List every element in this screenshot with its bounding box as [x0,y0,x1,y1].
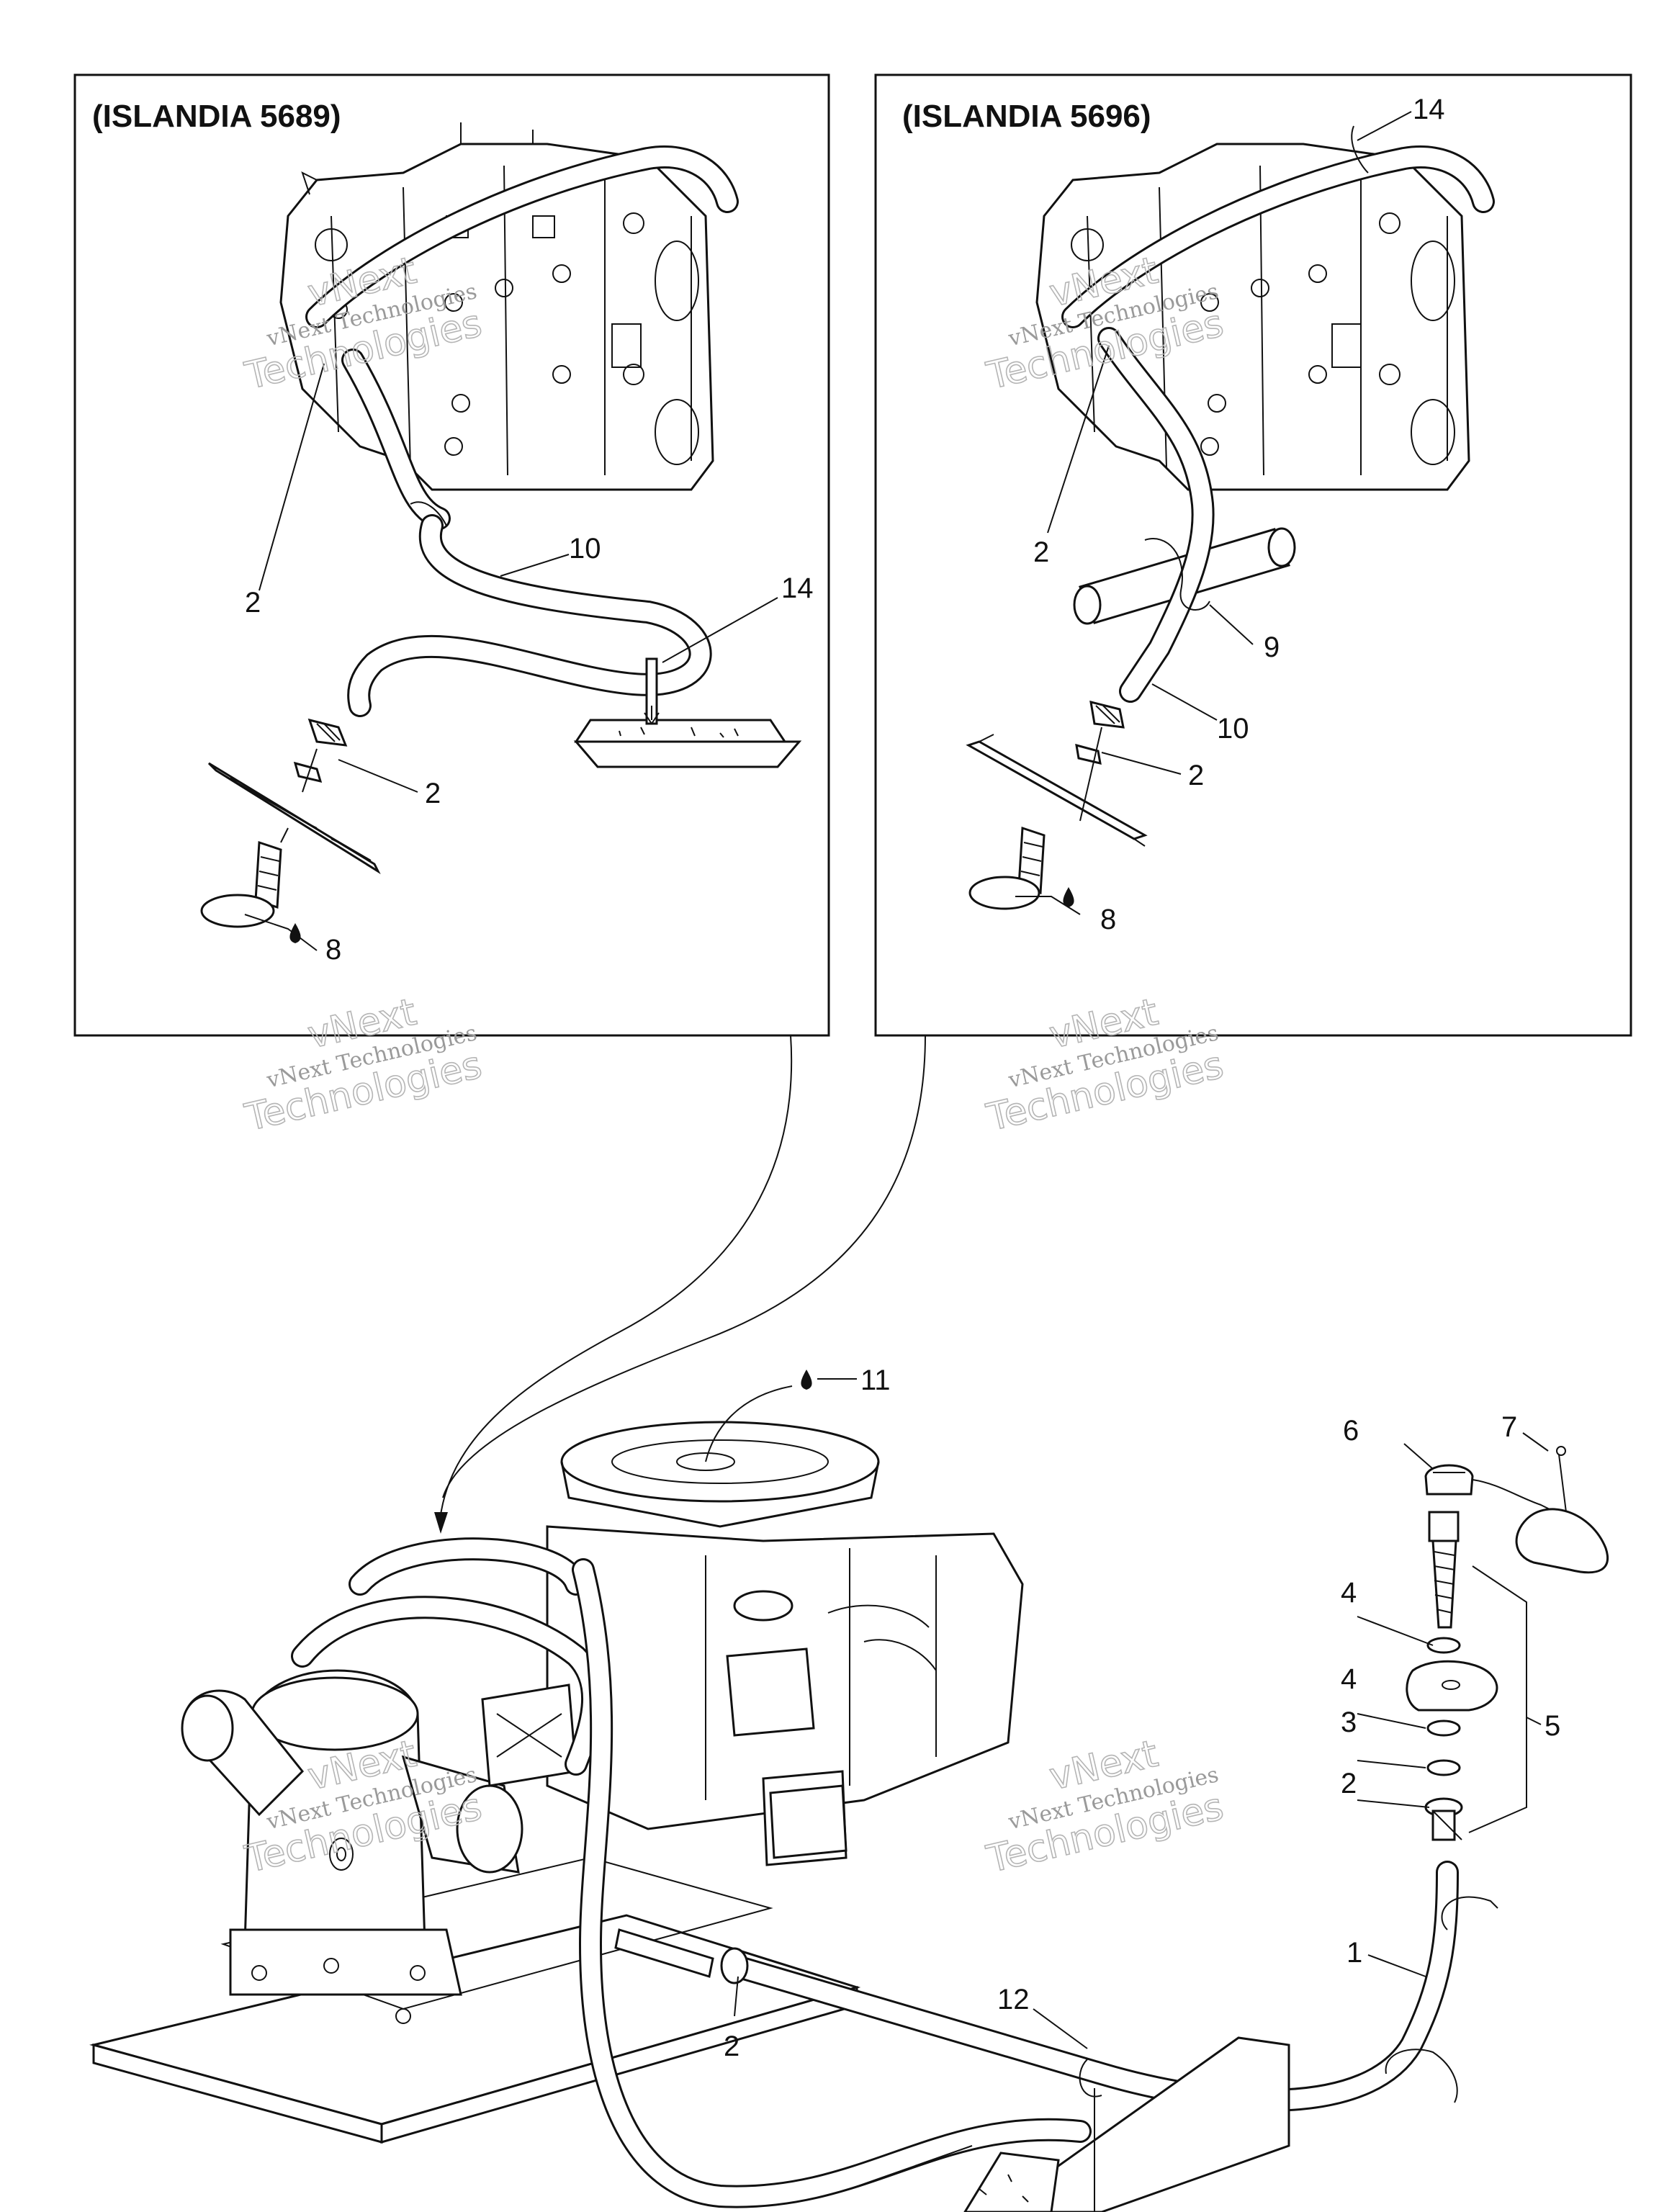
right-engine-block [1035,143,1470,491]
right-detail-panel: (ISLANDIA 5696) [874,73,1632,1037]
main-callout-3: 3 [1341,1707,1357,1738]
watermark-5: vNext vNext Technologies Technologies [240,1732,487,1882]
left-callout-8: 8 [325,934,341,966]
main-callout-11: 11 [860,1364,891,1396]
left-detail-panel: (ISLANDIA 5689) [73,73,830,1037]
right-callout-14: 14 [1413,94,1445,125]
main-callout-2-fitting: 2 [724,2031,739,2062]
left-callout-2-upper: 2 [245,587,261,619]
right-exploded-parts [966,700,1148,910]
main-callout-7: 7 [1501,1411,1517,1443]
main-callout-4-lower: 4 [1341,1663,1357,1695]
right-callout-2-upper: 2 [1033,536,1049,568]
connector-arrow [434,1512,448,1534]
right-callout-8: 8 [1100,904,1116,935]
left-callout-2-lower: 2 [425,778,441,809]
left-base-fitting [573,657,802,768]
main-callout-6: 6 [1343,1415,1359,1447]
main-callout-1: 1 [1346,1937,1362,1969]
fuel-filler-assembly [1385,1446,1609,2103]
main-callout-4-upper: 4 [1341,1577,1357,1609]
right-callout-10: 10 [1217,713,1249,745]
oil-drop-icon-main [801,1370,812,1390]
main-engine-assembly [89,1370,1459,2212]
left-panel-title: (ISLANDIA 5689) [92,99,341,134]
main-callout-2-filler: 2 [1341,1768,1357,1799]
right-callout-9: 9 [1264,631,1280,663]
right-panel-title: (ISLANDIA 5696) [902,99,1151,134]
oil-drop-icon [289,923,301,943]
watermark-6: vNext vNext Technologies Technologies [982,1732,1228,1882]
main-callout-12: 12 [997,1984,1030,2015]
left-callout-14: 14 [781,572,814,604]
connector-left [439,1035,793,1527]
main-callout-5: 5 [1545,1710,1560,1742]
right-callout-2-lower: 2 [1188,760,1204,791]
left-callout-10: 10 [569,533,601,565]
oil-drop-icon-right [1063,887,1074,907]
